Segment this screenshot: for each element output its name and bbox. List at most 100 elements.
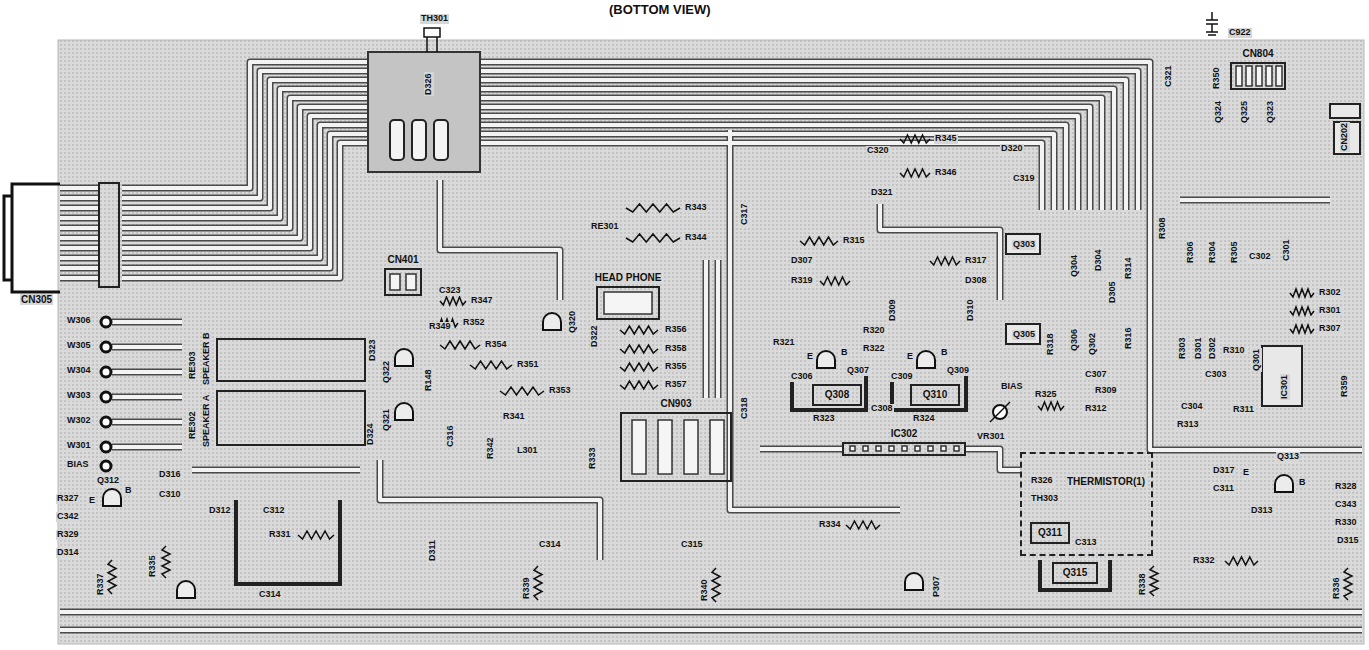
component-label: THERMISTOR(1) [1066,476,1146,487]
reference-label: R326 [1030,476,1054,486]
reference-label: R331 [268,530,292,540]
pin-pad [684,420,698,474]
reference-label: BIAS [1000,382,1024,392]
reference-label: D324 [366,422,376,446]
copper-trace [60,206,98,210]
reference-label: D302 [1208,336,1218,360]
reference-label: C922 [1228,28,1252,38]
resistor-symbol [534,566,542,600]
reference-label: C318 [740,396,750,420]
copper-trace-edge [730,130,900,510]
copper-trace-edge [60,265,98,272]
component-label: SPEAKER A [202,394,212,448]
reference-label: R332 [1192,556,1216,566]
resistor-symbol [626,234,680,242]
reference-label: R311 [1232,405,1255,415]
reference-label: Q305 [1012,330,1036,340]
copper-trace-edge [112,369,182,376]
reference-label: C309 [890,372,914,382]
component-outline [216,390,366,446]
connector-housing [4,184,60,292]
copper-trace-edge [380,460,600,560]
reference-label: Q301 [1252,348,1262,372]
component-outline [620,412,732,482]
pin-pad [889,446,894,451]
reference-label: R345 [934,134,958,144]
reference-label: R316 [1124,326,1134,350]
reference-label: R342 [486,436,496,460]
reference-label: R322 [862,344,886,354]
reference-label: D301 [1194,336,1204,360]
reference-label: D315 [1336,536,1360,546]
reference-label: Q306 [1070,328,1080,352]
pin-pad [850,446,855,451]
reference-label: R346 [934,168,958,178]
circuit-board [58,40,1364,644]
transistor-symbol [543,313,561,330]
pin-pad [1246,66,1252,86]
pin-pad [632,420,646,474]
resistor-symbol [1150,566,1158,596]
reference-label: R321 [772,338,796,348]
reference-label: C321 [1164,64,1174,88]
reference-label: R329 [56,530,80,540]
copper-trace [704,260,708,398]
resistor-symbol [1038,402,1064,410]
reference-label: D308 [964,276,988,286]
reference-label: R335 [148,554,158,578]
reference-label: C304 [1180,402,1204,412]
reference-label: R359 [1340,374,1350,398]
reference-label: IC301 [1280,374,1290,400]
copper-trace [122,71,1138,210]
ground-capacitor-symbol [1206,12,1218,35]
mounting-block [368,52,480,172]
reference-label: Q325 [1240,100,1250,124]
reference-label: E [806,352,814,362]
pin-pad [876,446,881,451]
copper-trace [112,320,182,324]
copper-trace-edge [112,344,182,351]
reference-label: D320 [1000,144,1024,154]
reference-label: D305 [1108,280,1118,304]
reference-label: Q312 [96,476,120,486]
reference-label: Q307 [846,366,870,376]
transistor-symbol [395,349,413,366]
reference-label: R352 [462,318,486,328]
reference-label: E [906,352,914,362]
component-label: Q308 [824,389,850,400]
resistor-symbol [800,237,838,245]
reference-label: C343 [1334,500,1358,510]
resistor-symbol [620,381,658,389]
slot [412,120,426,160]
solder-pad [101,367,111,377]
resistor-symbol [620,326,658,334]
reference-label: C308 [870,404,894,414]
reference-label: R336 [1332,576,1342,600]
resistor-symbol [108,560,116,594]
pin-pad [604,292,652,314]
copper-trace-edge [1180,197,1330,204]
reference-label: C313 [1074,538,1098,548]
copper-trace-edge [60,205,98,212]
copper-trace [60,236,98,240]
resistor-symbol [298,531,334,539]
copper-trace-edge [703,260,710,398]
copper-trace [60,256,98,260]
reference-label: D317 [1212,466,1236,476]
reference-label: D316 [158,470,182,480]
copper-trace [440,180,560,300]
connector-box: CN401 [380,254,426,298]
resistor-symbol [900,169,930,177]
reference-label: R309 [1094,386,1118,396]
transistor-symbol [817,351,835,368]
component-outline [1006,234,1040,254]
component-label: Q311 [1037,527,1063,538]
reference-label: C312 [262,506,286,516]
copper-trace [60,186,98,190]
component-label: HEAD PHONE [594,272,663,283]
solder-pad [101,342,111,352]
component-label: RE302 [188,410,198,440]
copper-trace-edge [112,319,182,326]
reference-label: BIAS [66,460,90,470]
copper-trace [112,420,182,424]
